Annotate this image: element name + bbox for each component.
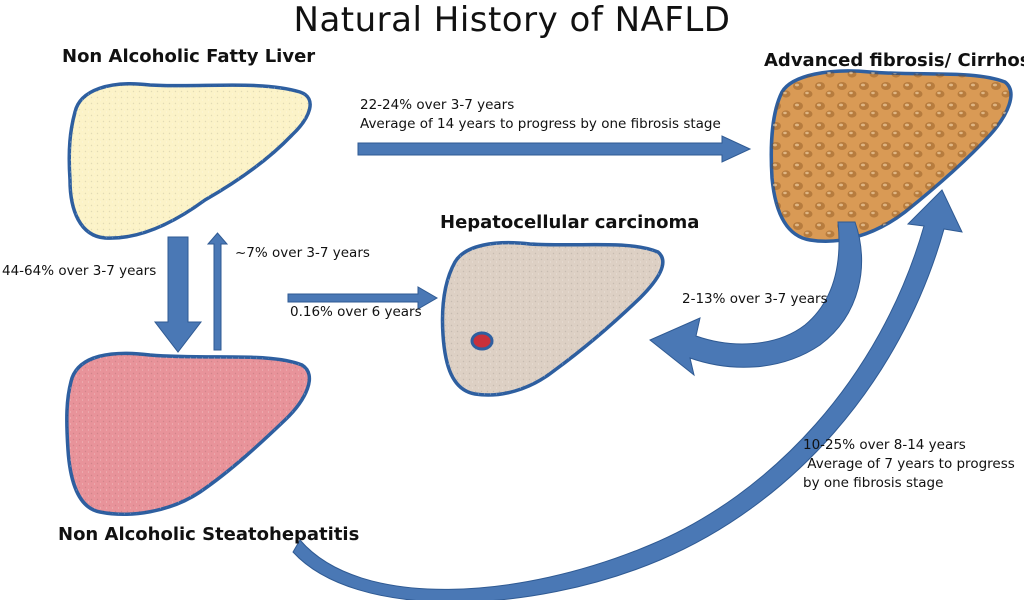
note-nash-to-hcc: 0.16% over 6 years xyxy=(290,304,422,320)
note-nash-to-cirrhosis: 10-25% over 8-14 years Average of 7 year… xyxy=(803,436,1015,493)
note-line: 10-25% over 8-14 years xyxy=(803,437,966,453)
liver-nash xyxy=(65,351,312,516)
note-cirrhosis-to-hcc: 2-13% over 3-7 years xyxy=(682,291,828,307)
diagram-title: Natural History of NAFLD xyxy=(293,0,731,40)
stage-label-cirrhosis: Advanced fibrosis/ Cirrhosis xyxy=(764,50,1024,71)
note-line: Average of 14 years to progress by one f… xyxy=(360,116,721,132)
arrow-nash-to-nafl xyxy=(206,232,229,351)
liver-nafl xyxy=(67,82,312,240)
stage-label-hcc: Hepatocellular carcinoma xyxy=(440,212,700,233)
note-nafl-to-cirrhosis: 22-24% over 3-7 years Average of 14 year… xyxy=(360,96,721,134)
stage-label-nafl: Non Alcoholic Fatty Liver xyxy=(62,46,316,67)
note-line: Average of 7 years to progress xyxy=(803,456,1015,472)
note-nafl-to-nash: 44-64% over 3-7 years xyxy=(2,263,157,279)
note-nash-to-nafl: ~7% over 3-7 years xyxy=(235,245,370,261)
note-line: 22-24% over 3-7 years xyxy=(360,97,515,113)
arrow-nash-to-hcc xyxy=(287,286,438,310)
arrow-cirrhosis-to-hcc xyxy=(649,221,863,377)
stage-label-nash: Non Alcoholic Steatohepatitis xyxy=(58,524,360,545)
liver-cirrhosis xyxy=(769,69,1013,244)
liver-hcc xyxy=(440,240,665,397)
arrow-nafl-to-cirrhosis xyxy=(357,135,752,163)
arrow-nash-to-cirrhosis xyxy=(292,189,963,600)
note-line: by one fibrosis stage xyxy=(803,475,944,491)
tumor-marker xyxy=(470,331,494,351)
arrow-nafl-to-nash xyxy=(153,236,203,353)
